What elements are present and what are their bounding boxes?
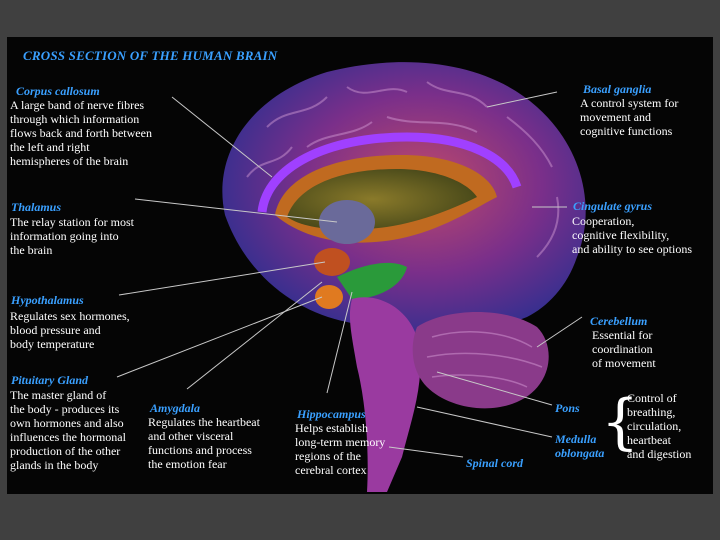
pituitary-gland-heading: Pituitary Gland xyxy=(11,373,88,387)
amygdala-heading: Amygdala xyxy=(150,401,200,415)
thalamus-shape xyxy=(319,200,375,244)
cerebellum-text: Essential for coordination of movement xyxy=(592,328,656,370)
corpus-callosum-text: A large band of nerve fibres through whi… xyxy=(10,98,152,168)
spinal-cord-heading: Spinal cord xyxy=(466,456,523,470)
hippocampus-text: Helps establish long-term memory regions… xyxy=(295,421,385,477)
cerebellum-shape xyxy=(413,312,549,408)
hypothalamus-heading: Hypothalamus xyxy=(11,293,84,307)
thalamus-heading: Thalamus xyxy=(11,200,61,214)
brainstem-functions-text: Control of breathing, circulation, heart… xyxy=(627,391,691,461)
pons-heading: Pons xyxy=(555,401,580,415)
corpus-callosum-heading: Corpus callosum xyxy=(16,84,100,98)
cerebellum-heading: Cerebellum xyxy=(590,314,647,328)
amygdala-text: Regulates the heartbeat and other viscer… xyxy=(148,415,260,471)
hippocampus-heading: Hippocampus xyxy=(297,407,366,421)
basal-ganglia-text: A control system for movement and cognit… xyxy=(580,96,678,138)
pituitary-gland-text: The master gland of the body - produces … xyxy=(10,388,126,472)
medulla-oblongata-heading: Medulla oblongata xyxy=(555,432,604,460)
thalamus-text: The relay station for most information g… xyxy=(10,215,134,257)
cingulate-gyrus-text: Cooperation, cognitive flexibility, and … xyxy=(572,214,692,256)
basal-ganglia-heading: Basal ganglia xyxy=(583,82,651,96)
hypothalamus-text: Regulates sex hormones, blood pressure a… xyxy=(10,309,130,351)
diagram-panel: CROSS SECTION OF THE HUMAN BRAIN Corpus … xyxy=(7,37,713,494)
cingulate-gyrus-heading: Cingulate gyrus xyxy=(573,199,652,213)
diagram-title: CROSS SECTION OF THE HUMAN BRAIN xyxy=(23,48,277,64)
pituitary-shape xyxy=(315,285,343,309)
